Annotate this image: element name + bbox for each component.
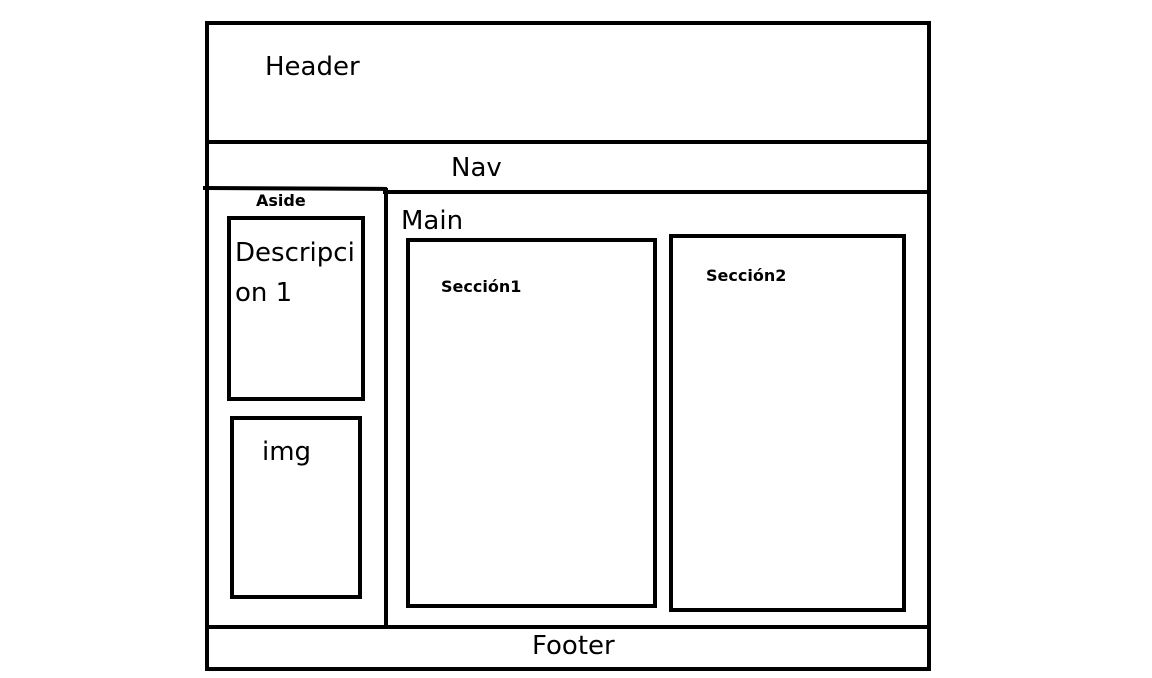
main-label: Main xyxy=(401,206,464,236)
seccion2-label: Sección2 xyxy=(706,266,787,285)
seccion1-box xyxy=(406,238,657,608)
divider-header-nav xyxy=(205,140,931,144)
descripcion-box xyxy=(227,216,365,401)
img-label: img xyxy=(262,437,312,467)
aside-label: Aside xyxy=(256,191,306,210)
nav-label: Nav xyxy=(451,153,502,183)
seccion1-label: Sección1 xyxy=(441,277,522,296)
descripcion-label: Descripcion 1 xyxy=(235,238,355,308)
header-label: Header xyxy=(265,52,360,82)
page-frame xyxy=(205,21,931,671)
img-box xyxy=(230,416,362,599)
divider-body-footer xyxy=(205,625,931,629)
seccion2-box xyxy=(669,234,906,612)
footer-label: Footer xyxy=(532,631,615,661)
divider-aside-main xyxy=(384,188,388,628)
divider-nav-main xyxy=(383,190,929,194)
